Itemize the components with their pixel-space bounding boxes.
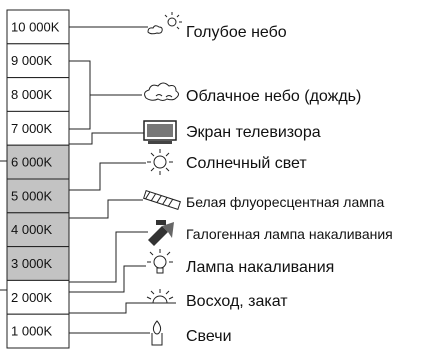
sun-icon <box>147 149 173 175</box>
source-label-tv: Экран телевизора <box>186 124 321 141</box>
candle-icon <box>151 320 163 346</box>
scale-label: 3 000K <box>11 256 53 271</box>
scale-label: 4 000K <box>11 222 53 237</box>
scale-box <box>6 43 70 79</box>
source-label-blue-sky: Голубое небо <box>186 24 287 41</box>
scale-label: 5 000K <box>11 188 53 203</box>
connector-line <box>69 199 143 219</box>
connector-line <box>69 265 146 293</box>
scale-label: 2 000K <box>11 290 53 305</box>
source-label-sunrise: Восход, закат <box>186 293 288 310</box>
blue-sky-icon <box>147 12 182 35</box>
scale-box <box>6 313 70 349</box>
connector-line <box>0 160 7 291</box>
source-label-halogen: Галогенная лампа накаливания <box>186 226 393 242</box>
source-label-cloudy: Облачное небо (дождь) <box>186 88 361 105</box>
scale-label: 10 000K <box>11 19 60 34</box>
scale-box <box>6 178 70 214</box>
scale-label: 8 000K <box>11 87 53 102</box>
scale-box <box>6 246 70 281</box>
scale-box <box>6 110 70 146</box>
halogen-lamp-icon <box>148 220 174 246</box>
fluorescent-lamp-icon <box>143 190 181 210</box>
connectors <box>0 26 150 334</box>
source-label-candles: Свечи <box>186 328 232 345</box>
connector-line <box>69 162 146 191</box>
scale-label: 9 000K <box>11 53 53 68</box>
connector-line <box>69 231 148 283</box>
tv-icon <box>143 120 177 144</box>
temperature-scale: 10 000K 9 000K 8 000K 7 000K 6 000K 5 000K 4 0… <box>6 9 70 349</box>
scale-label: 1 000K <box>11 324 53 339</box>
cloud-icon <box>144 82 179 101</box>
scale-label: 7 000K <box>11 121 53 136</box>
source-label-incandescent: Лампа накаливания <box>186 259 334 276</box>
scale-label: 6 000K <box>11 155 53 170</box>
light-bulb-icon <box>147 249 173 274</box>
sunrise-icon <box>144 289 176 304</box>
source-label-sunlight: Солнечный свет <box>186 155 307 172</box>
connector-line <box>69 60 142 130</box>
connector-line <box>69 132 144 145</box>
connector-line <box>69 302 144 314</box>
scale-box <box>6 9 70 45</box>
source-label-fluorescent: Белая флуоресцентная лампа <box>186 194 384 210</box>
